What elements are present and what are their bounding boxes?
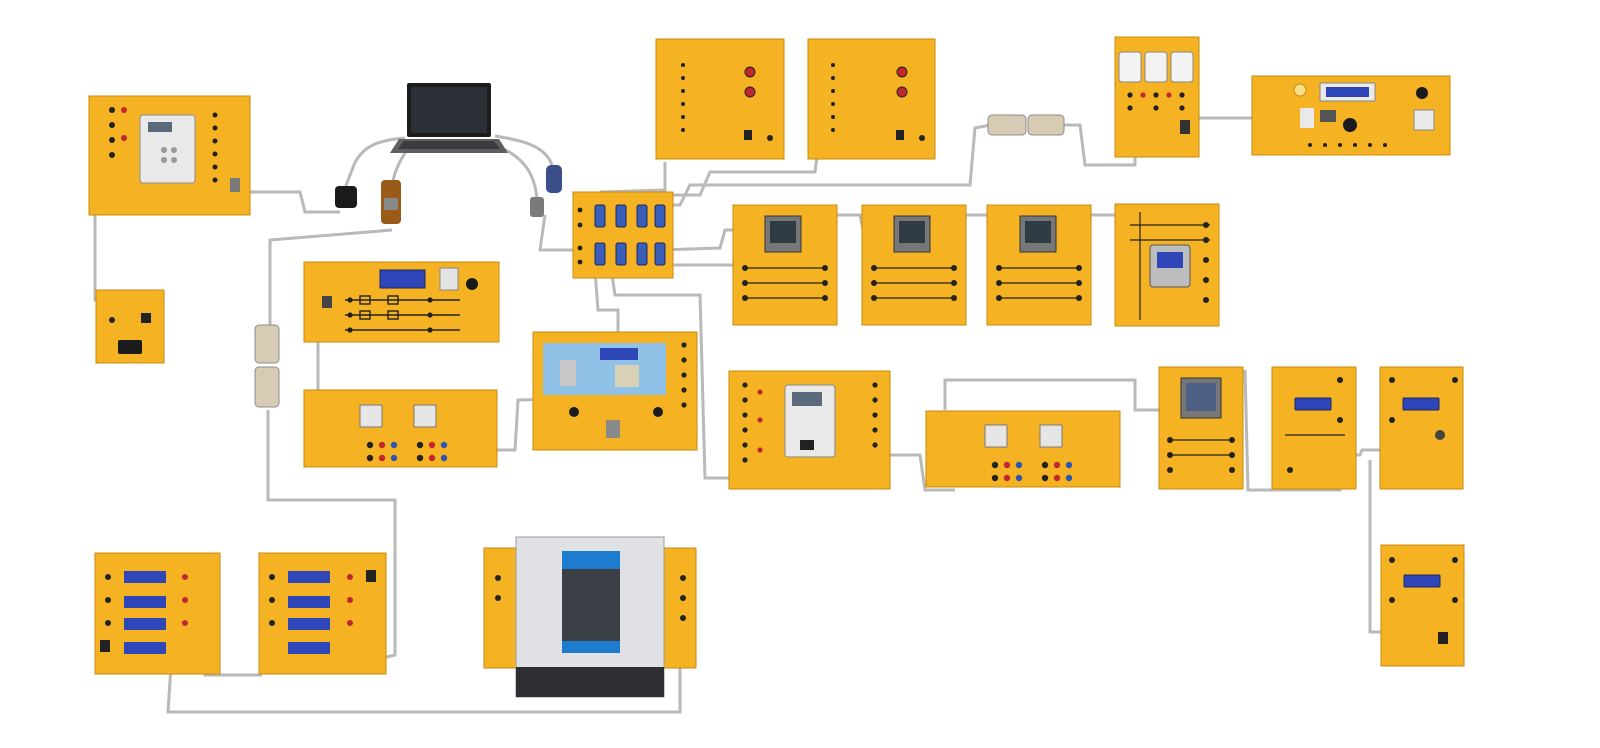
inverter-panel[interactable] [483, 536, 697, 698]
laptop-keys [398, 141, 500, 149]
cable-relay-supply [93, 210, 120, 302]
serial-adapter-horizontal [987, 114, 1065, 136]
scada-display-panel[interactable] [532, 331, 698, 451]
display-unit-1-panel[interactable] [1271, 366, 1357, 490]
comm-hub-panel[interactable] [572, 191, 674, 279]
usb-dongle-left [335, 186, 357, 208]
measurement-board-1-panel[interactable] [655, 38, 785, 160]
db9-dongle [381, 180, 401, 224]
cable-relay-dongle [245, 190, 340, 214]
serial-adapter-vertical [254, 324, 280, 408]
differential-relay-panel[interactable] [728, 370, 891, 490]
power-meter-2-panel[interactable] [925, 410, 1121, 488]
multimeter-3-panel[interactable] [986, 204, 1092, 326]
socket-strip-panel[interactable] [1114, 36, 1200, 158]
cable-diff-meter [885, 453, 955, 492]
cable-meter-analyzer [943, 378, 1165, 412]
cable-hub-top [599, 162, 667, 194]
power-meter-dual-panel[interactable] [303, 389, 498, 468]
cable-db9-vertical [266, 410, 397, 660]
cable-laptop-right2 [494, 143, 539, 201]
measurement-board-2-panel[interactable] [807, 38, 936, 160]
network-analyzer-panel[interactable] [1158, 366, 1244, 490]
cable-db9-down [268, 228, 393, 330]
load-bank-1-panel[interactable] [94, 552, 221, 675]
relay-display [148, 122, 172, 132]
multimeter-1-panel[interactable] [732, 204, 838, 326]
cable-laptop-right [494, 134, 554, 166]
cable-hub-right [660, 123, 991, 207]
inverter-badge [562, 551, 620, 569]
laptop[interactable] [390, 83, 508, 153]
power-supply-small-panel[interactable] [95, 289, 165, 364]
load-bank-2-panel[interactable] [258, 552, 387, 675]
power-socket-icon [118, 340, 142, 354]
cable-hub-left [538, 214, 578, 252]
display-unit-3-panel[interactable] [1380, 544, 1465, 667]
transmission-line-simulator-panel[interactable] [303, 261, 500, 343]
multimeter-2-panel[interactable] [861, 204, 967, 326]
cable-loads-inverter [166, 648, 682, 714]
usb-dongle-right [530, 165, 562, 217]
laptop-display [411, 87, 487, 133]
relay-module-panel[interactable] [88, 95, 251, 216]
generator-simulator-panel[interactable] [1251, 75, 1451, 156]
cable-laptop-left [343, 136, 406, 189]
power-factor-relay-panel[interactable] [1114, 203, 1220, 327]
display-unit-2-panel[interactable] [1379, 366, 1464, 490]
